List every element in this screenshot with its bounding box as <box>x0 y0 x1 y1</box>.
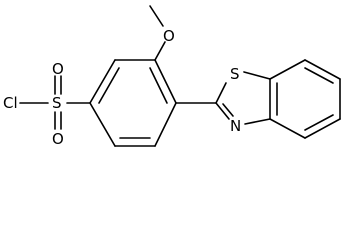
atom-label-methoxy-oxygen: O <box>163 27 175 45</box>
fused-bond-2 <box>304 59 341 80</box>
atom-label-sulfonyl-oxygen-bottom: O <box>52 130 64 148</box>
fused-benzene-ring <box>269 59 341 139</box>
bond-c2-n <box>215 102 230 120</box>
benzene-ring <box>89 59 177 147</box>
atom-label-thiazole-sulfur: S <box>230 65 240 83</box>
fused-double-1 <box>304 67 334 84</box>
fused-bond-4 <box>304 118 341 139</box>
atom-label-chlorine: Cl <box>3 94 18 112</box>
bond-o-methyl <box>149 5 164 27</box>
atom-label-sulfonyl-oxygen-top: O <box>52 60 64 78</box>
fused-bond-5 <box>269 118 306 139</box>
sulfonyl-chloride-bonds <box>19 75 91 130</box>
thiazole-ring <box>215 71 271 125</box>
structure-canvas: Cl S O O O S N <box>3 5 341 148</box>
ring-double-1 <box>98 67 120 104</box>
methoxy-bonds <box>149 5 166 61</box>
ring-bond-4 <box>154 102 177 147</box>
bond-n-c3a <box>244 118 271 125</box>
ring-bond-3 <box>154 59 177 104</box>
bond-c2-s <box>215 82 227 104</box>
ring-bond-1 <box>89 59 116 104</box>
fused-bond-1 <box>269 59 306 80</box>
fused-double-2 <box>304 114 334 131</box>
bond-s-c7a <box>243 71 271 80</box>
atom-label-thiazole-nitrogen: N <box>230 117 241 135</box>
ring-double-2 <box>149 67 168 104</box>
ring-bond-6 <box>89 102 116 147</box>
atom-label-sulfonyl-sulfur: S <box>52 94 62 112</box>
bond-c2-n-double <box>222 103 234 117</box>
structure-drawing: Cl S O O O S N <box>3 5 341 148</box>
bond-ring-o-methoxy <box>154 41 166 61</box>
